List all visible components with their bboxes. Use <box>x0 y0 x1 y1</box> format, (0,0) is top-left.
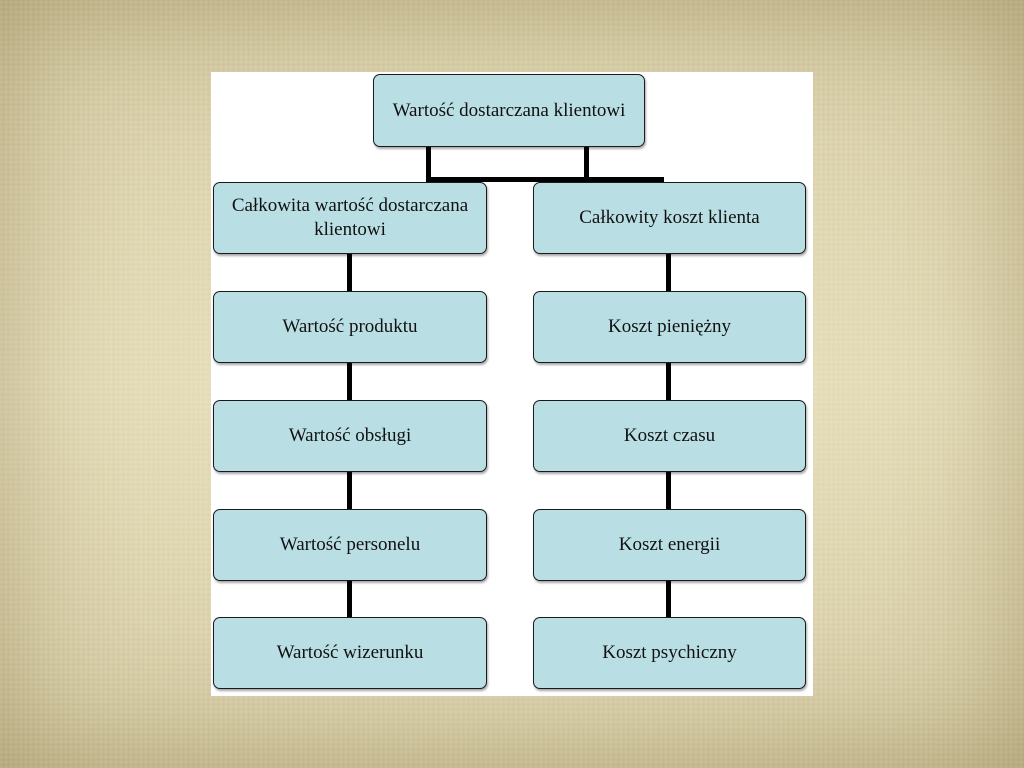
root-node-label: Wartość dostarczana klientowi <box>392 99 626 121</box>
connector-root-right <box>584 146 589 182</box>
right-branch-node: Całkowity koszt klienta <box>533 182 806 254</box>
right-item-node: Koszt czasu <box>533 400 806 472</box>
left-item-label: Wartość wizerunku <box>276 642 424 663</box>
connector-root-bar <box>426 177 664 182</box>
right-item-label: Koszt pieniężny <box>608 316 731 337</box>
right-item-label: Koszt psychiczny <box>602 642 737 663</box>
diagram-panel: Wartość dostarczana klientowi Całkowita … <box>211 72 813 696</box>
right-item-label: Koszt energii <box>618 534 721 555</box>
left-item-node: Wartość personelu <box>213 509 487 581</box>
left-item-label: Wartość obsługi <box>288 425 412 446</box>
left-item-label: Wartość produktu <box>282 316 418 337</box>
right-item-node: Koszt energii <box>533 509 806 581</box>
root-node: Wartość dostarczana klientowi <box>373 74 645 147</box>
left-item-node: Wartość produktu <box>213 291 487 363</box>
right-branch-label: Całkowity koszt klienta <box>579 207 760 228</box>
right-item-node: Koszt psychiczny <box>533 617 806 689</box>
connector-root-left <box>426 146 431 182</box>
right-item-label: Koszt czasu <box>623 425 716 446</box>
left-branch-label: Całkowita wartość dostarczana klientowi <box>231 195 469 240</box>
left-item-label: Wartość personelu <box>279 534 421 555</box>
left-item-node: Wartość obsługi <box>213 400 487 472</box>
right-item-node: Koszt pieniężny <box>533 291 806 363</box>
left-branch-node: Całkowita wartość dostarczana klientowi <box>213 182 487 254</box>
left-item-node: Wartość wizerunku <box>213 617 487 689</box>
